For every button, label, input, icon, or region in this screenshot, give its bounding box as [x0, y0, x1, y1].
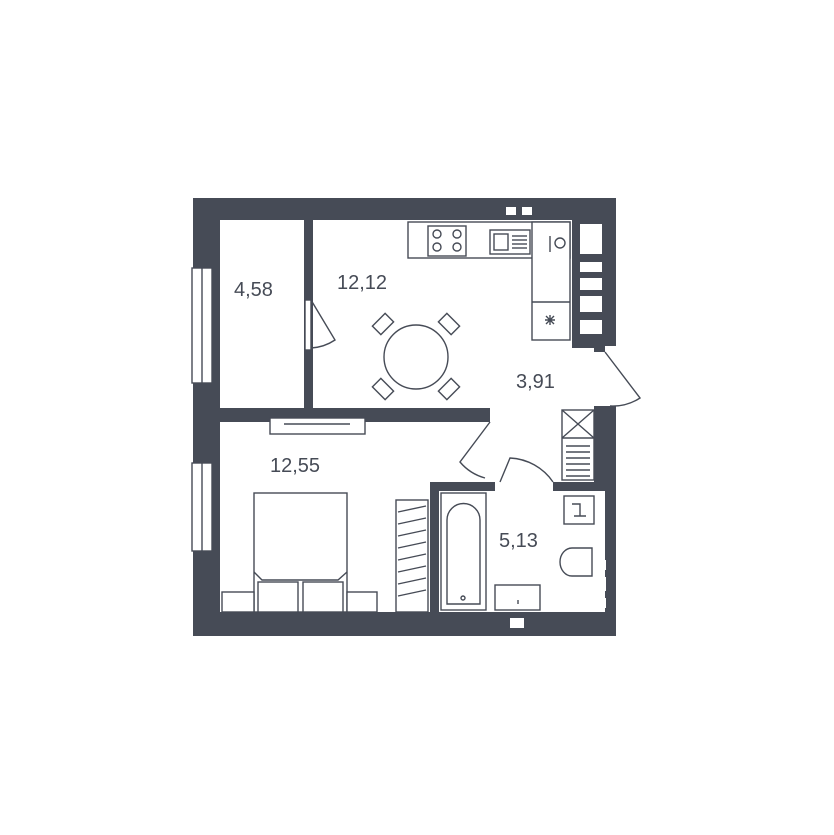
utility-shafts: [572, 220, 605, 348]
hall-closet: [561, 409, 595, 481]
kitchen: [407, 221, 571, 341]
fan-icon: [545, 315, 555, 325]
room-area-balcony: 4,58: [234, 279, 273, 301]
bed: [221, 492, 378, 613]
room-area-bedroom: 12,55: [270, 455, 320, 477]
boiler-icon: [549, 236, 566, 252]
kitchen-sink-icon: [489, 229, 531, 255]
outer-walls: [193, 198, 616, 636]
room-area-bathroom: 5,13: [499, 530, 538, 552]
washbasin: [494, 584, 541, 611]
room-area-hall: 3,91: [516, 371, 555, 393]
stove-icon: [427, 225, 467, 257]
bathtub: [440, 492, 487, 611]
dining-table: [371, 312, 461, 401]
storage-shelf: [395, 499, 429, 613]
doors: [304, 299, 642, 483]
room-area-kitchen-living: 12,12: [337, 272, 387, 294]
windows: [191, 207, 606, 628]
water-heater: [563, 495, 595, 525]
toilet: [559, 547, 593, 577]
wardrobe: [269, 417, 366, 435]
